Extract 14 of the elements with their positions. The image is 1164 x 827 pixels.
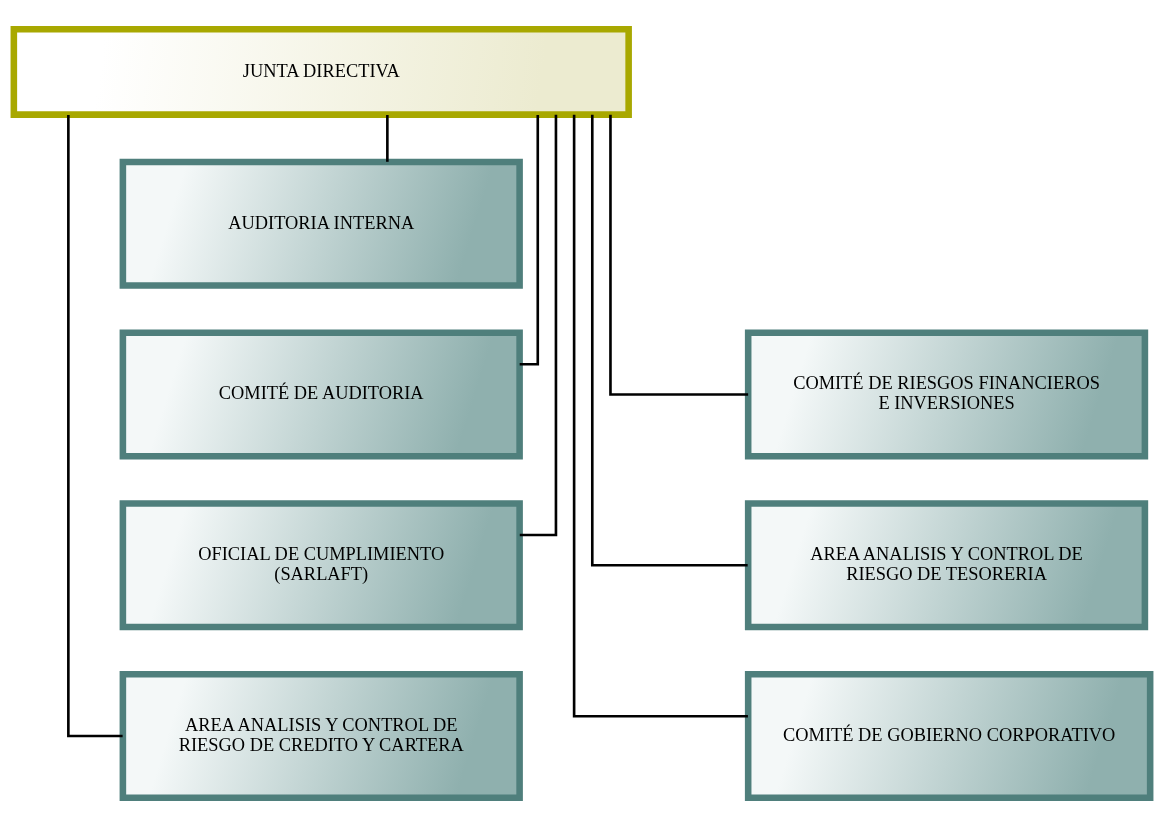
- node-box: OFICIAL DE CUMPLIMIENTO (SARLAFT): [119, 500, 523, 631]
- connector: [386, 115, 389, 162]
- connector: [590, 114, 748, 567]
- node-box: AUDITORIA INTERNA: [119, 158, 523, 289]
- connector: [609, 114, 749, 396]
- connector: [519, 114, 558, 537]
- node-box: AREA ANALISIS Y CONTROL DE RIESGO DE TESORERIA: [744, 500, 1149, 631]
- node-box: AREA ANALISIS Y CONTROL DE RIESGO DE CREDITO Y CARTERA: [119, 670, 523, 802]
- node-box: COMITÉ DE AUDITORIA: [119, 329, 523, 460]
- node-box: COMITÉ DE RIESGOS FINANCIEROS E INVERSIONES: [744, 329, 1149, 460]
- node-box: JUNTA DIRECTIVA: [10, 25, 632, 118]
- node-box: COMITÉ DE GOBIERNO CORPORATIVO: [744, 670, 1154, 802]
- connector: [67, 115, 123, 738]
- connector: [572, 114, 748, 718]
